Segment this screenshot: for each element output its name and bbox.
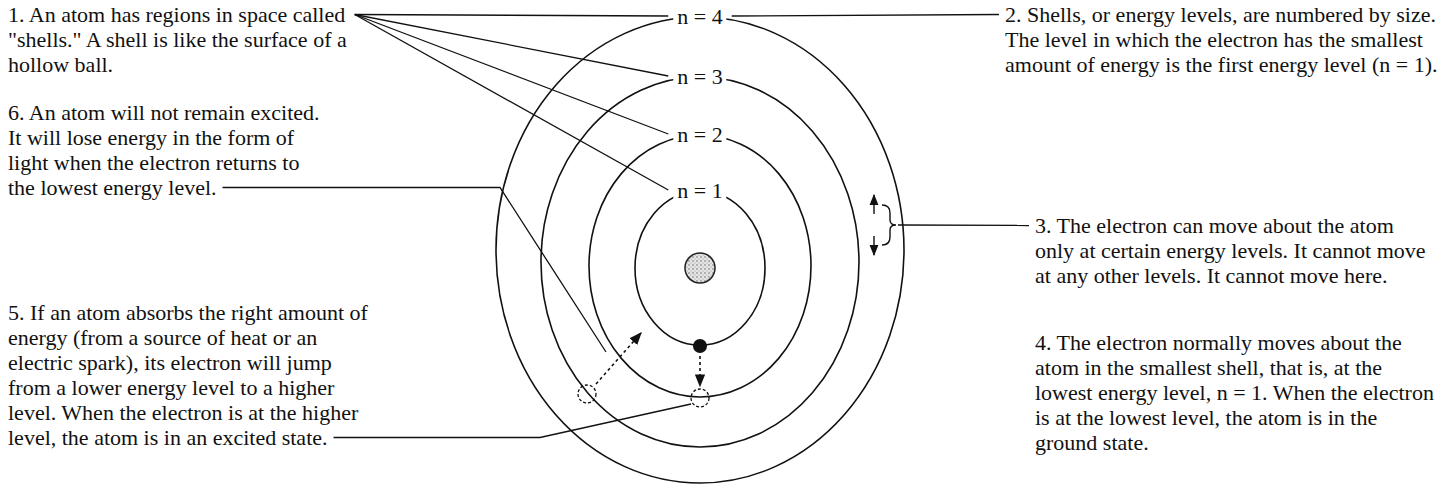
shell-outline	[588, 134, 812, 398]
down-arrow	[873, 236, 874, 255]
energy-shell: n = 4n = 3n = 2n = 1	[495, 16, 905, 484]
excited-electron	[691, 389, 709, 407]
brace	[882, 205, 896, 245]
electron	[693, 339, 707, 353]
leader-line	[355, 15, 669, 135]
energy-shell: n = 3n = 2n = 1	[540, 76, 860, 448]
shell-ring	[496, 17, 904, 483]
return-arrow	[596, 333, 641, 384]
leader-line	[732, 15, 999, 17]
annotation-note: 6. An atom will not remain excited. It w…	[8, 100, 328, 200]
shell-label: n = 4	[673, 4, 726, 29]
shell-ring	[589, 135, 811, 397]
annotation-note: 5. If an atom absorbs the right amount o…	[8, 300, 378, 450]
energy-shell: n = 2n = 1	[588, 134, 812, 398]
shell-ring	[635, 191, 765, 345]
gap-bracket	[874, 195, 896, 255]
annotation-note: 2. Shells, or energy levels, are numbere…	[1005, 2, 1440, 77]
annotation-note: 3. The electron can move about the atom …	[1035, 213, 1430, 288]
energy-shell: n = 1	[634, 190, 766, 346]
annotation-note: 1. An atom has regions in space called "…	[8, 2, 353, 77]
leader-line	[355, 15, 669, 77]
leader-line	[898, 224, 1029, 226]
nucleus	[685, 253, 715, 283]
shell-outline	[634, 190, 766, 346]
shell-label: n = 2	[673, 122, 726, 147]
shell-label: n = 1	[673, 178, 726, 203]
annotation-note: 4. The electron normally moves about the…	[1035, 330, 1435, 455]
shell-ring	[541, 77, 859, 447]
leader-line	[355, 15, 669, 191]
jump-arrow	[699, 356, 701, 386]
shell-label: n = 3	[673, 64, 726, 89]
up-arrow	[873, 195, 874, 214]
leader-line	[355, 15, 669, 17]
